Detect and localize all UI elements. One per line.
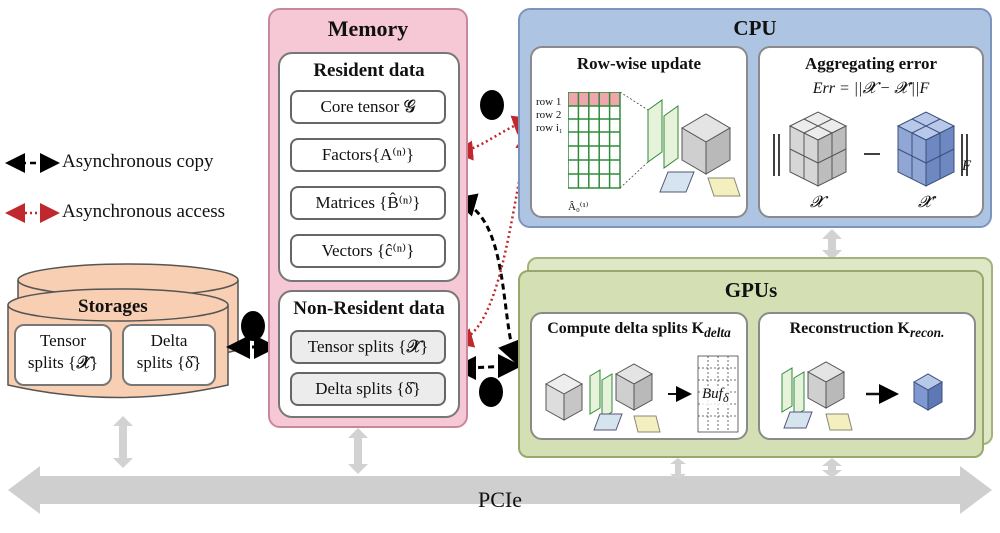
reconstruction-title: Reconstruction Krecon. bbox=[760, 320, 974, 341]
compute-delta-title: Compute delta splits Kdelta bbox=[532, 320, 746, 341]
storage-delta-splits: Delta splits {δ̂} bbox=[122, 324, 216, 386]
reconstruction-illustration bbox=[781, 361, 944, 431]
delta-splits-item: Delta splits {δ̂} bbox=[290, 372, 446, 406]
compute-delta-subscript: delta bbox=[704, 325, 731, 341]
matrices-item: Matrices {B̂⁽ⁿ⁾} bbox=[290, 186, 446, 220]
error-formula: Err = ||𝓧 − 𝓧′||F bbox=[812, 80, 930, 97]
legend-access-label: Asynchronous access bbox=[62, 201, 226, 222]
row-wise-update-title: Row-wise update bbox=[576, 54, 702, 73]
row-update-matrix-label: Â₀⁽¹⁾ bbox=[568, 201, 589, 213]
legend-copy: Asynchronous copy bbox=[62, 151, 213, 173]
vectors-item: Vectors {ĉ⁽ⁿ⁾} bbox=[290, 234, 446, 268]
compute-delta-title-text: Compute delta splits K bbox=[547, 320, 705, 337]
pcie-bus bbox=[8, 466, 992, 514]
gpu-block: GPUs Compute delta splits Kdelta bbox=[518, 270, 984, 458]
memory-block: Memory Resident data Core tensor 𝓖 Facto… bbox=[268, 8, 468, 428]
legend-copy-label: Asynchronous copy bbox=[62, 151, 214, 172]
aggregating-illustration bbox=[773, 111, 968, 187]
buffer-label-sub: δ bbox=[722, 391, 729, 405]
non-resident-data-panel: Non-Resident data Tensor splits {𝓧̂} Del… bbox=[278, 290, 460, 418]
resident-data-title: Resident data bbox=[313, 60, 425, 81]
tensor-splits-item: Tensor splits {𝓧̂} bbox=[290, 330, 446, 364]
bus-connectors bbox=[113, 229, 842, 480]
reconstruction-panel: Reconstruction Krecon. bbox=[758, 312, 976, 440]
core-tensor-item: Core tensor 𝓖 bbox=[290, 90, 446, 124]
row-label: row i₁ bbox=[536, 122, 563, 134]
resident-data-panel: Resident data Core tensor 𝓖 Factors{A⁽ⁿ⁾… bbox=[278, 52, 460, 282]
storage-tensor-line1: Tensor bbox=[39, 331, 87, 350]
storages-title: Storages bbox=[78, 296, 148, 317]
step-marker bbox=[479, 377, 503, 407]
non-resident-data-title: Non-Resident data bbox=[293, 298, 445, 319]
reconstruction-title-text: Reconstruction K bbox=[789, 320, 910, 337]
legend-access: Asynchronous access bbox=[62, 201, 225, 223]
storage-tensor-line2: splits {𝓧̂} bbox=[27, 353, 99, 372]
compute-delta-panel: Compute delta splits Kdelta Bufδ bbox=[530, 312, 748, 440]
step-marker bbox=[480, 90, 504, 120]
step-marker bbox=[241, 311, 265, 341]
row-label: row 2 bbox=[536, 109, 562, 121]
buffer-label: Bufδ bbox=[702, 386, 729, 406]
gpu-title: GPUs bbox=[724, 278, 778, 302]
row-label: row 1 bbox=[536, 96, 562, 108]
aggregating-error-panel: Aggregating error Err = ||𝓧 − 𝓧′||F bbox=[758, 46, 984, 218]
aggregating-error-title: Aggregating error bbox=[804, 54, 938, 73]
storage-tensor-splits: Tensor splits {𝓧̂} bbox=[14, 324, 112, 386]
buffer-label-text: Buf bbox=[702, 386, 723, 402]
storage-delta-line2: splits {δ̂} bbox=[136, 353, 202, 372]
pcie-label: PCIe bbox=[478, 487, 522, 512]
memory-title: Memory bbox=[327, 16, 409, 41]
cpu-block: CPU Row-wise update row 1 row 2 row i₁ bbox=[518, 8, 992, 228]
tensor-x-prime-label: 𝓧′ bbox=[918, 194, 935, 211]
storage-delta-line1: Delta bbox=[150, 331, 188, 350]
row-update-illustration bbox=[568, 92, 741, 197]
frobenius-subscript: F bbox=[962, 158, 972, 174]
factors-item: Factors{A⁽ⁿ⁾} bbox=[290, 138, 446, 172]
row-wise-update-panel: Row-wise update row 1 row 2 row i₁ bbox=[530, 46, 748, 218]
tensor-x-label: 𝓧 bbox=[810, 194, 823, 211]
reconstruction-subscript: recon. bbox=[910, 325, 945, 341]
cpu-title: CPU bbox=[733, 16, 777, 40]
